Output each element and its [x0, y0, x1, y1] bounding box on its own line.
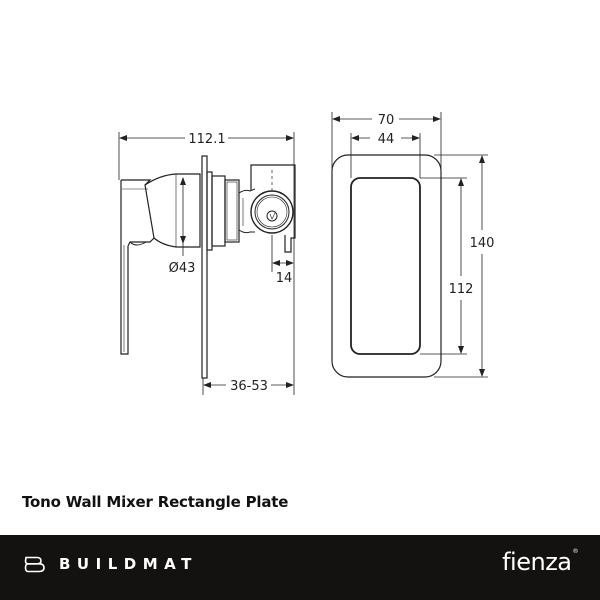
- label-overall-length: 112.1: [188, 132, 225, 147]
- spindle: [266, 210, 278, 222]
- mixer-body: [144, 173, 201, 248]
- buildmat-brand: BUILDMAT: [24, 555, 198, 573]
- side-view: [118, 132, 296, 395]
- inner-cover-outline: [350, 177, 421, 355]
- label-inner-height: 112: [449, 282, 474, 297]
- fienza-wordmark: fienza: [502, 548, 572, 576]
- label-wall-depth: 36-53: [230, 379, 268, 394]
- label-plate-width: 70: [378, 113, 395, 128]
- wall-plate-side: [201, 155, 208, 379]
- label-body-diameter: Ø43: [169, 261, 196, 276]
- buildmat-wordmark: BUILDMAT: [59, 555, 198, 573]
- registered-mark: ®: [572, 548, 579, 555]
- front-view: [331, 112, 488, 378]
- handle-lever: [120, 180, 129, 355]
- cartridge-housing: [250, 164, 296, 253]
- label-spindle-offset: 14: [276, 271, 293, 286]
- handle-head: [121, 179, 155, 247]
- footer-bar: BUILDMAT fienza®: [0, 535, 600, 600]
- product-title: Tono Wall Mixer Rectangle Plate: [22, 493, 289, 511]
- buildmat-logo-icon: [24, 556, 45, 572]
- plate-outline: [331, 154, 442, 378]
- label-inner-width: 44: [378, 132, 395, 147]
- fienza-brand: fienza®: [502, 548, 578, 576]
- label-plate-height: 140: [470, 236, 495, 251]
